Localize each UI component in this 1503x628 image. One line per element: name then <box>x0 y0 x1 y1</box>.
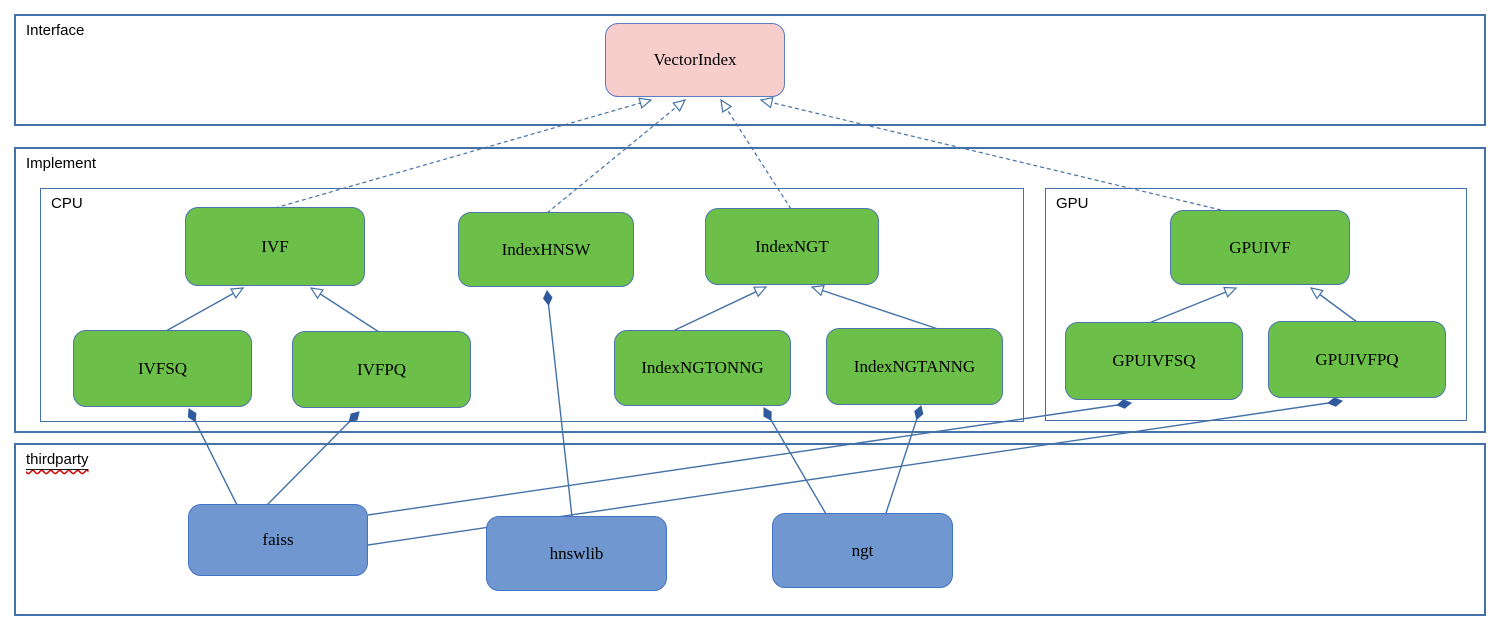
node-VectorIndex[interactable]: VectorIndex <box>605 23 785 97</box>
interface-label: Interface <box>26 22 85 39</box>
node-GPUIVFSQ[interactable]: GPUIVFSQ <box>1065 322 1243 400</box>
node-hnswlib[interactable]: hnswlib <box>486 516 667 591</box>
node-IVF[interactable]: IVF <box>185 207 365 286</box>
node-GPUIVF[interactable]: GPUIVF <box>1170 210 1350 285</box>
node-IndexNGTONNG[interactable]: IndexNGTONNG <box>614 330 791 406</box>
node-GPUIVFPQ[interactable]: GPUIVFPQ <box>1268 321 1446 398</box>
node-IndexHNSW[interactable]: IndexHNSW <box>458 212 634 287</box>
node-IVFPQ[interactable]: IVFPQ <box>292 331 471 408</box>
node-faiss[interactable]: faiss <box>188 504 368 576</box>
node-IndexNGT[interactable]: IndexNGT <box>705 208 879 285</box>
gpu-label: GPU <box>1056 195 1089 212</box>
cpu-label: CPU <box>51 195 83 212</box>
thirdparty-label: thirdparty <box>26 451 89 468</box>
node-IVFSQ[interactable]: IVFSQ <box>73 330 252 407</box>
node-ngt[interactable]: ngt <box>772 513 953 588</box>
implement-label: Implement <box>26 155 97 172</box>
node-IndexNGTANNG[interactable]: IndexNGTANNG <box>826 328 1003 405</box>
